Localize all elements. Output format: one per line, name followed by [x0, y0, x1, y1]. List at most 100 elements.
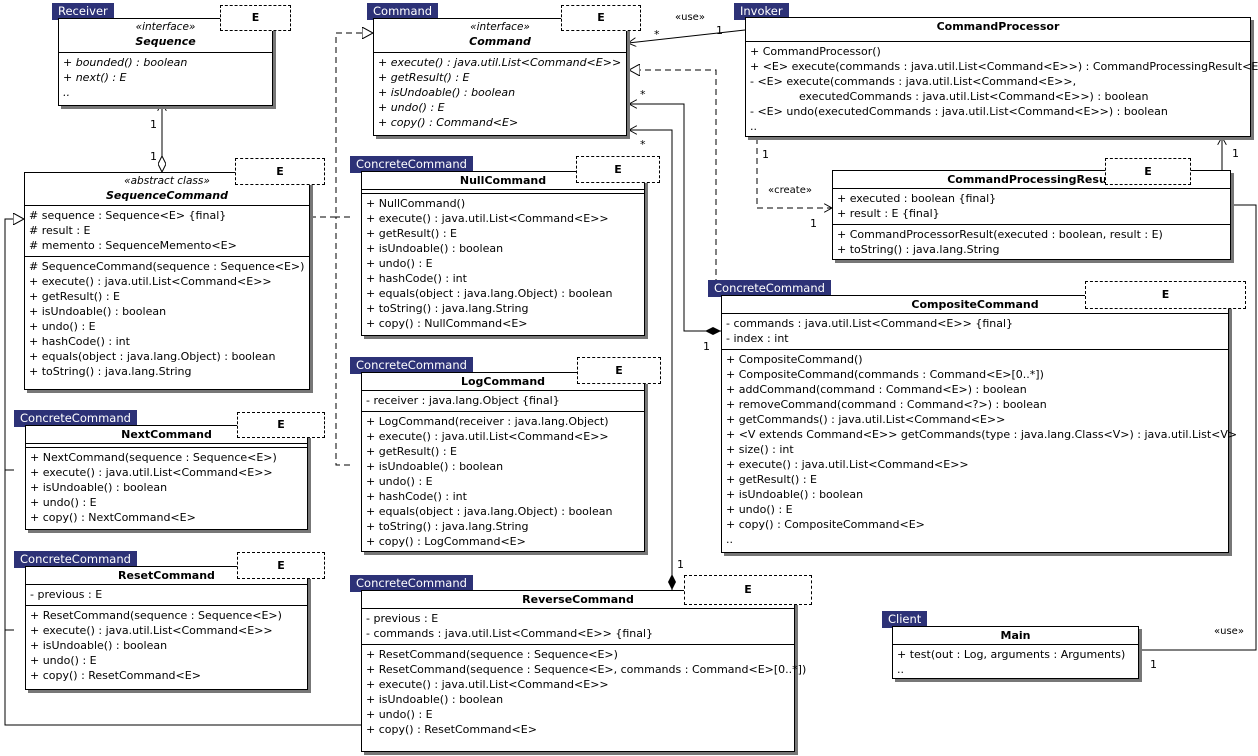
operation: # SequenceCommand(sequence : Sequence<E>…: [29, 260, 305, 273]
operation: + undo() : E: [366, 257, 433, 270]
operation: ..: [897, 663, 904, 676]
operation: + execute() : java.util.List<Command<E>>: [30, 466, 273, 479]
type-parameter-box: E: [576, 156, 660, 183]
operation: + isUndoable() : boolean: [30, 481, 168, 494]
operation: + ResetCommand(sequence : Sequence<E>): [366, 648, 618, 661]
package-tag-concrete: ConcreteCommand: [14, 410, 137, 427]
package-tag-concrete: ConcreteCommand: [350, 575, 473, 592]
class-stereotype: «interface»: [470, 21, 530, 33]
class-logcommand[interactable]: LogCommand - receiver : java.lang.Object…: [361, 372, 645, 552]
attributes-section: + executed : boolean {final} + result : …: [833, 188, 1230, 224]
operation: + equals(object : java.lang.Object) : bo…: [29, 350, 276, 363]
class-name: NextCommand: [121, 428, 212, 441]
attribute: - commands : java.util.List<Command<E>> …: [366, 627, 654, 640]
operation: + copy() : Command<E>: [378, 116, 519, 129]
operation: - <E> undo(executedCommands : java.util.…: [750, 105, 1168, 118]
operation: + getResult() : E: [366, 227, 457, 240]
class-reversecommand[interactable]: ReverseCommand - previous : E - commands…: [361, 590, 806, 752]
class-name: LogCommand: [460, 375, 546, 388]
operation: + execute() : java.util.List<Command<E>>: [366, 678, 609, 691]
operation: + undo() : E: [726, 503, 793, 516]
attribute: # sequence : Sequence<E> {final}: [29, 209, 227, 222]
multiplicity-label: 1: [150, 150, 157, 163]
package-tag-invoker: Invoker: [734, 3, 789, 20]
operation: + undo() : E: [30, 654, 97, 667]
operations-section: + NextCommand(sequence : Sequence<E>) + …: [26, 447, 307, 528]
operation: + next() : E: [63, 71, 127, 84]
operation: + size() : int: [726, 443, 794, 456]
operations-section: + CommandProcessorResult(executed : bool…: [833, 224, 1230, 260]
multiplicity-label: 1: [703, 340, 710, 353]
type-parameter-box: E: [235, 158, 325, 185]
class-main[interactable]: Main + test(out : Log, arguments : Argum…: [892, 626, 1139, 679]
operation: + isUndoable() : boolean: [29, 305, 167, 318]
class-name: NullCommand: [459, 174, 547, 187]
class-name: ResetCommand: [118, 569, 215, 582]
class-command[interactable]: «interface» Command + execute() : java.u…: [373, 18, 627, 136]
operation: + toString() : java.lang.String: [29, 365, 192, 378]
operation: + hashCode() : int: [366, 272, 467, 285]
multiplicity-label: 1: [1232, 147, 1239, 160]
operation: + bounded() : boolean: [63, 56, 188, 69]
class-sequencecommand[interactable]: «abstract class» SequenceCommand # seque…: [24, 172, 310, 390]
operation: + copy() : LogCommand<E>: [366, 535, 526, 548]
operation: + equals(object : java.lang.Object) : bo…: [366, 505, 613, 518]
attribute: # memento : SequenceMemento<E>: [29, 239, 237, 252]
type-parameter-box: E: [577, 357, 661, 384]
use-label: «use»: [1214, 626, 1244, 637]
operation: + undo() : E: [378, 101, 445, 114]
operation: ..: [726, 533, 733, 546]
class-name: CommandProcessingResult: [947, 173, 1116, 186]
operation: + copy() : NullCommand<E>: [366, 317, 528, 330]
class-sequence[interactable]: «interface» Sequence + bounded() : boole…: [58, 18, 273, 106]
operation: + ResetCommand(sequence : Sequence<E>): [30, 609, 282, 622]
operations-section: + LogCommand(receiver : java.lang.Object…: [362, 411, 644, 552]
attribute: - previous : E: [366, 612, 439, 625]
class-name: CommandProcessor: [936, 20, 1060, 33]
multiplicity-label: 1: [150, 118, 157, 131]
operation: + equals(object : java.lang.Object) : bo…: [366, 287, 613, 300]
operation: + getResult() : E: [726, 473, 817, 486]
multiplicity-label: 1: [762, 148, 769, 161]
operation: + isUndoable() : boolean: [366, 460, 504, 473]
package-tag-concrete: ConcreteCommand: [350, 156, 473, 173]
package-tag-concrete: ConcreteCommand: [14, 551, 137, 568]
class-stereotype: «interface»: [135, 21, 196, 33]
create-result-line: [756, 138, 832, 208]
operation: + test(out : Log, arguments : Arguments): [897, 648, 1126, 661]
type-parameter-box: E: [237, 552, 325, 579]
operation: + NextCommand(sequence : Sequence<E>): [30, 451, 277, 464]
class-name: CompositeCommand: [911, 298, 1039, 311]
operation: + LogCommand(receiver : java.lang.Object…: [366, 415, 609, 428]
class-resetcommand[interactable]: ResetCommand - previous : E + ResetComma…: [25, 566, 308, 690]
operation: + execute() : java.util.List<Command<E>>: [726, 458, 969, 471]
operation: executedCommands : java.util.List<Comman…: [750, 90, 1149, 103]
operation: + NullCommand(): [366, 197, 466, 210]
attribute: - previous : E: [30, 588, 103, 601]
operation: - <E> execute(commands : java.util.List<…: [750, 75, 1077, 88]
operations-section: + execute() : java.util.List<Command<E>>…: [374, 52, 626, 133]
sequencecommand-realization-line: [310, 33, 373, 218]
class-nullcommand[interactable]: NullCommand + NullCommand() + execute() …: [361, 171, 645, 336]
operation: + isUndoable() : boolean: [726, 488, 864, 501]
attributes-section: - receiver : java.lang.Object {final}: [362, 390, 644, 411]
operation: + CompositeCommand(): [726, 353, 863, 366]
operation: + addCommand(command : Command<E>) : boo…: [726, 383, 1027, 396]
composite-aggregation-line: [629, 104, 721, 331]
reverse-aggregation-line: [629, 130, 672, 590]
operation: + hashCode() : int: [366, 490, 467, 503]
class-commandprocessor[interactable]: CommandProcessor + CommandProcessor() + …: [745, 17, 1258, 137]
operation: + undo() : E: [366, 475, 433, 488]
multiplicity-label: 1: [677, 558, 684, 571]
class-commandprocessingresult[interactable]: CommandProcessingResult + executed : boo…: [832, 170, 1231, 260]
operation: + isUndoable() : boolean: [30, 639, 168, 652]
class-compositecommand[interactable]: CompositeCommand - commands : java.util.…: [721, 295, 1237, 553]
type-parameter-box: E: [561, 5, 641, 31]
class-nextcommand[interactable]: NextCommand + NextCommand(sequence : Seq…: [25, 425, 308, 530]
operation: ..: [63, 86, 70, 99]
attribute: + result : E {final}: [837, 207, 940, 220]
operations-section: + bounded() : boolean + next() : E ..: [59, 52, 272, 103]
attribute: - receiver : java.lang.Object {final}: [366, 394, 560, 407]
attribute: # result : E: [29, 224, 91, 237]
multiplicity-label: 1: [716, 24, 723, 37]
